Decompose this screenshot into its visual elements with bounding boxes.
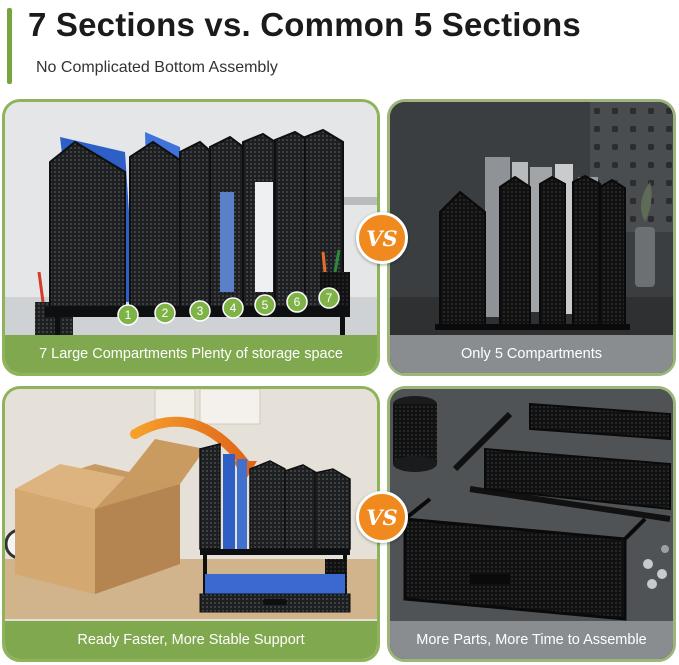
disassembled-parts-image xyxy=(390,389,673,659)
panel-caption: Ready Faster, More Stable Support xyxy=(5,621,377,659)
five-section-organizer-image xyxy=(390,102,673,373)
panel-caption: 7 Large Compartments Plenty of storage s… xyxy=(5,335,377,373)
page-title: 7 Sections vs. Common 5 Sections xyxy=(28,6,581,43)
compartment-number-markers: 1 2 3 4 5 6 7 xyxy=(117,287,340,326)
seven-section-organizer-image: 1 2 3 4 5 6 7 xyxy=(5,102,377,373)
compartment-number-5: 5 xyxy=(262,298,269,312)
vs-badge: VS xyxy=(356,212,408,264)
assembled-organizer-image xyxy=(5,389,377,659)
compartment-number-2: 2 xyxy=(162,306,169,320)
panel-caption: Only 5 Compartments xyxy=(390,335,673,373)
compartment-number-7: 7 xyxy=(326,291,333,305)
panel-ready-faster: Ready Faster, More Stable Support xyxy=(2,386,380,662)
panel-caption: More Parts, More Time to Assemble xyxy=(390,621,673,659)
page-subtitle: No Complicated Bottom Assembly xyxy=(36,59,278,76)
vs-badge: VS xyxy=(356,491,408,543)
panel-more-parts: More Parts, More Time to Assemble xyxy=(387,386,676,662)
compartment-number-1: 1 xyxy=(125,308,132,322)
compartment-number-6: 6 xyxy=(294,295,301,309)
compartment-number-3: 3 xyxy=(197,304,204,318)
panel-seven-sections: 1 2 3 4 5 6 7 7 Large Compartments Plent… xyxy=(2,99,380,376)
panel-five-sections: Only 5 Compartments xyxy=(387,99,676,376)
compartment-number-4: 4 xyxy=(230,301,237,315)
title-accent-bar xyxy=(7,8,12,84)
